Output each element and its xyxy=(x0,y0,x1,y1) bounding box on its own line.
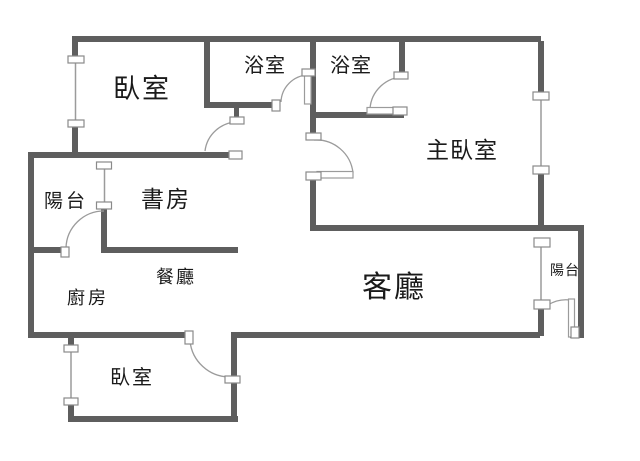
wall-living-bottom xyxy=(233,332,540,338)
window-cap xyxy=(532,165,550,175)
wall-master-right-upper xyxy=(538,41,544,92)
window-cap xyxy=(63,397,79,406)
door-jamb-bedroom-bottom xyxy=(184,330,194,345)
wall-bedroom-bottom-bottom xyxy=(68,416,238,422)
window-cap xyxy=(95,161,113,170)
wall-kitchen-bottom xyxy=(28,332,187,338)
wall-bath1-bottom xyxy=(204,102,274,108)
door-leaf-bathroom-1 xyxy=(303,74,312,105)
door-jamb-balcony-left xyxy=(60,246,70,258)
wall-bath1-left xyxy=(204,41,210,107)
door-cap-bedroom-top-stub xyxy=(229,116,245,125)
door-jamb-bathroom-1 xyxy=(271,99,281,112)
wall-bedroom-bottom-left-upper xyxy=(68,338,74,347)
room-label-balcony-right: 陽台 xyxy=(550,262,580,278)
wall-top xyxy=(75,36,541,42)
wall-bedroom-top-left-upper xyxy=(72,36,78,58)
window-cap xyxy=(67,119,85,128)
wall-dining-top-left xyxy=(28,247,63,253)
wall-outer-left xyxy=(28,152,34,338)
door-cap-master-wall xyxy=(305,132,322,141)
room-label-bathroom-1: 浴室 xyxy=(244,54,286,77)
door-jamb-balcony-right xyxy=(570,326,580,339)
door-cap-bedroom-top-wall xyxy=(228,150,243,160)
wall-long-horizontal xyxy=(310,225,584,231)
wall-bath2-bottom xyxy=(316,112,404,118)
door-arc-balcony-left xyxy=(65,210,105,249)
wall-balcony-study xyxy=(101,209,107,253)
door-arc-bedroom-top xyxy=(204,121,239,152)
window-lines xyxy=(70,58,542,400)
window-cap xyxy=(95,201,113,210)
door-cap-master-leaf xyxy=(305,171,322,181)
wall-dining-top-right xyxy=(101,247,238,253)
caps xyxy=(60,55,580,406)
room-label-study: 書房 xyxy=(141,186,191,212)
room-label-living: 客廳 xyxy=(362,271,426,304)
door-cap-bathroom-1 xyxy=(301,68,316,77)
door-leaf-master-bedroom xyxy=(316,170,354,179)
wall-bath2-right xyxy=(399,41,405,75)
wall-bedroom-top-left-lower xyxy=(72,126,78,158)
door-arc-master-bedroom xyxy=(313,139,354,174)
door-cap-balcony-right xyxy=(533,299,551,310)
wall-upper-horizontal xyxy=(28,152,231,158)
door-cap-bedroom-bottom-wall xyxy=(224,375,241,384)
wall-balcony-right-outer xyxy=(578,225,584,338)
wall-bedroom1-door-stub xyxy=(234,107,239,119)
door-arc-bathroom-2 xyxy=(369,76,405,110)
room-label-dining: 餐廳 xyxy=(156,267,196,287)
door-cap-bathroom-2-leaf xyxy=(392,106,408,116)
wall-bedroom-bottom-left-lower xyxy=(68,404,74,422)
window-cap xyxy=(67,55,85,64)
room-label-master-bedroom: 主臥室 xyxy=(426,137,498,163)
room-label-bedroom-bottom: 臥室 xyxy=(110,366,154,389)
room-label-bathroom-2: 浴室 xyxy=(330,54,372,77)
wall-bath-divider xyxy=(310,41,316,134)
window-cap xyxy=(63,344,79,353)
wall-master-right-lower xyxy=(538,174,544,225)
wall-balcony-right-door-stub xyxy=(538,309,544,336)
wall-master-left-lower xyxy=(310,179,316,231)
window-cap xyxy=(532,91,550,101)
door-arc-balcony-right xyxy=(547,299,571,306)
room-label-balcony-left: 陽台 xyxy=(44,190,88,212)
room-label-kitchen: 廚房 xyxy=(67,287,109,308)
room-labels: 臥室 浴室 浴室 主臥室 陽台 書房 餐廳 廚房 客廳 陽台 臥室 xyxy=(44,54,580,389)
door-cap-bathroom-2-wall xyxy=(393,71,409,80)
window-cap xyxy=(533,237,551,248)
room-label-bedroom-top: 臥室 xyxy=(113,74,171,104)
door-arc-bedroom-bottom xyxy=(189,340,230,378)
